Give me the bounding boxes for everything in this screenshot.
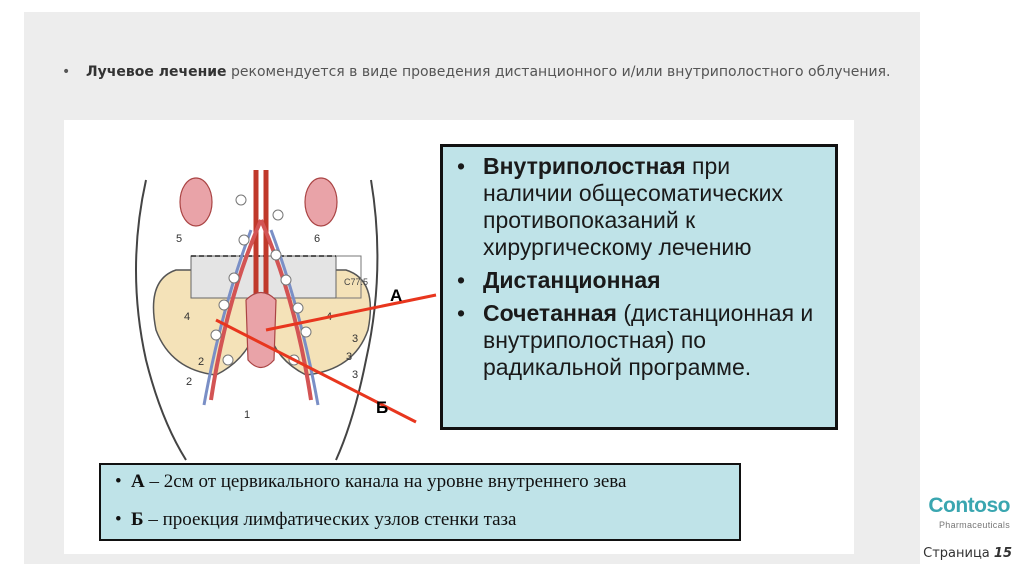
node-number: 3 — [352, 333, 358, 345]
label-b: Б — [376, 398, 389, 417]
legend-note: •Б – проекция лимфатических узлов стенки… — [115, 509, 517, 530]
legend-note: •А – 2см от цервикального канала на уров… — [115, 471, 627, 492]
intro-text: Лучевое лечение рекомендуется в виде про… — [62, 62, 918, 83]
brand-logo: Contoso Pharmaceuticals — [928, 494, 1010, 530]
pointer-line-a — [265, 293, 437, 332]
scale-label: C77.5 — [344, 277, 368, 287]
pointer-line-b — [215, 318, 417, 424]
treatment-item: •Внутриполостная при наличии общесоматич… — [457, 153, 783, 260]
node-number: 5 — [176, 233, 182, 245]
node-number: 6 — [314, 233, 320, 245]
node-number: 2 — [186, 376, 192, 388]
label-a: A — [390, 286, 403, 305]
treatment-types-box: •Внутриполостная при наличии общесоматич… — [440, 144, 838, 430]
pelvis-anatomy-illustration: C77.5 5 6 4 4 3 3 2 1 2 3 — [135, 170, 437, 461]
brand-name: Contoso — [928, 494, 1010, 517]
legend-notes-box: •А – 2см от цервикального канала на уров… — [99, 463, 741, 541]
treatment-item: •Сочетанная (дистанционная и внутриполос… — [457, 300, 814, 380]
intro-rest: рекомендуется в виде проведения дистанци… — [226, 64, 891, 80]
brand-subtitle: Pharmaceuticals — [938, 520, 1010, 530]
page-number: Страница 15 — [923, 546, 1012, 561]
node-number: 3 — [352, 369, 358, 381]
intro-paragraph: • Лучевое лечение рекомендуется в виде п… — [62, 62, 918, 83]
intro-bullet: • — [62, 64, 71, 80]
node-number: 4 — [184, 311, 190, 323]
slide-panel: • Лучевое лечение рекомендуется в виде п… — [24, 12, 920, 564]
node-number: 3 — [346, 351, 352, 363]
treatment-item: •Дистанционная — [457, 267, 661, 293]
figure-area: C77.5 5 6 4 4 3 3 2 1 2 3 A Б •Внутрипол… — [64, 120, 854, 554]
node-number: 1 — [244, 409, 250, 421]
intro-bold: Лучевое лечение — [86, 64, 227, 80]
node-number: 2 — [198, 356, 204, 368]
